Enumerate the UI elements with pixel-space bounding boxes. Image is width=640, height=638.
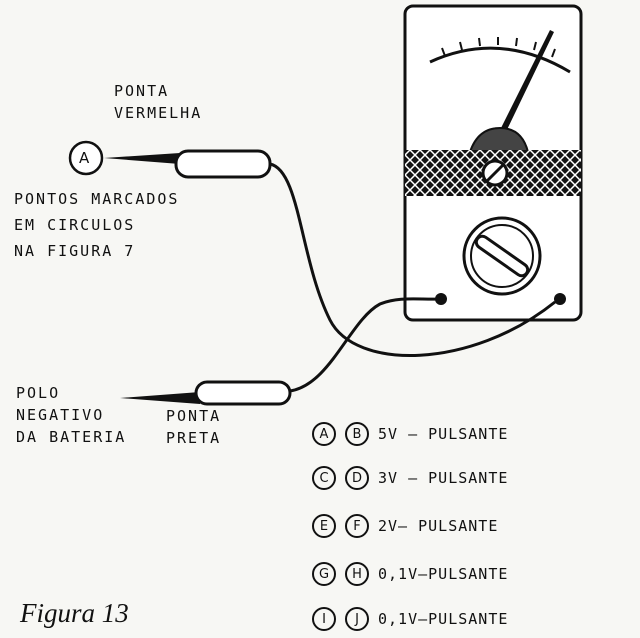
jack-right — [554, 293, 566, 305]
point-a-label: A — [79, 149, 90, 167]
point-circle: D — [345, 466, 369, 490]
reading-row: A B 5V — PULSANTE — [312, 419, 508, 449]
reading-value: 5V — PULSANTE — [378, 425, 509, 443]
figure-caption: Figura 13 — [20, 598, 129, 628]
pontos-marcados-label: PONTOS MARCADOS EM CIRCULOS NA FIGURA 7 — [14, 190, 180, 260]
red-probe-wire — [269, 162, 556, 357]
point-circle: B — [345, 422, 369, 446]
polo-negativo-label: POLO NEGATIVO DA BATERIA — [16, 384, 127, 446]
point-circle: A — [312, 422, 336, 446]
black-probe-handle — [194, 380, 292, 406]
point-a-circle — [68, 140, 104, 176]
ponta-vermelha-label: PONTA VERMELHA — [114, 82, 203, 122]
point-circle: F — [345, 514, 369, 538]
black-probe-wire — [289, 297, 442, 393]
reading-value: 0,1V—PULSANTE — [378, 610, 509, 628]
meter-scale — [429, 46, 571, 74]
knob-pointer — [474, 234, 530, 278]
point-circle: H — [345, 562, 369, 586]
reading-row: C D 3V — PULSANTE — [312, 463, 508, 493]
reading-value: 3V — PULSANTE — [378, 469, 509, 487]
point-circle: E — [312, 514, 336, 538]
reading-row: E F 2V— PULSANTE — [312, 511, 498, 541]
needle-pivot — [468, 126, 530, 153]
reading-value: 2V— PULSANTE — [378, 517, 499, 535]
red-probe-handle — [174, 149, 272, 179]
reading-value: 0,1V—PULSANTE — [378, 565, 509, 583]
reading-row: I J 0,1V—PULSANTE — [312, 604, 508, 634]
ponta-preta-label: PONTA PRETA — [166, 407, 222, 447]
reading-row: G H 0,1V—PULSANTE — [312, 559, 508, 589]
point-circle: C — [312, 466, 336, 490]
black-probe-tip — [120, 392, 200, 404]
meter-ticks — [441, 37, 556, 58]
point-circle: G — [312, 562, 336, 586]
point-circle: J — [345, 607, 369, 631]
point-circle: I — [312, 607, 336, 631]
meter-needle — [497, 30, 554, 138]
red-probe-tip — [104, 153, 180, 164]
